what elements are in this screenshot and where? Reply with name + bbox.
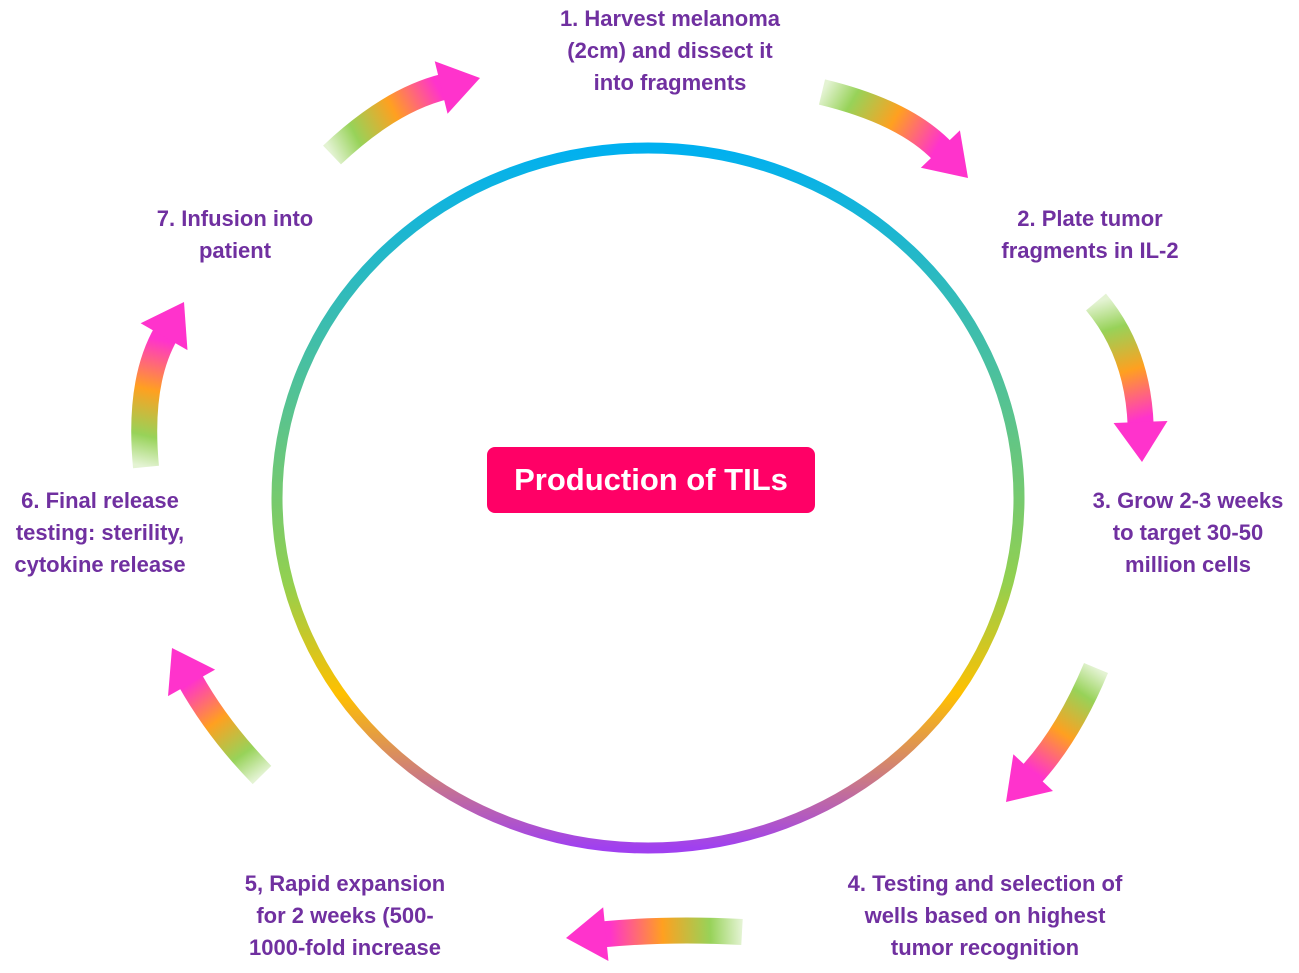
- step-5-label: 5, Rapid expansion for 2 weeks (500- 100…: [244, 871, 446, 960]
- step-4-label: 4. Testing and selection of wells based …: [847, 871, 1123, 960]
- arrow-head: [920, 130, 968, 178]
- cycle-arrow-6: [168, 648, 272, 785]
- arrow-head: [168, 648, 216, 697]
- cycle-arrow-7: [131, 302, 188, 469]
- cycle-arrow-2: [818, 79, 968, 178]
- arrow-head: [434, 61, 480, 114]
- cycle-ring: [271, 142, 1025, 854]
- step-7-label: 7. Infusion into patient: [156, 206, 314, 263]
- cycle-arrow-3: [1085, 293, 1168, 462]
- step-3-label: 3. Grow 2-3 weeks to target 30-50 millio…: [1092, 488, 1284, 577]
- arrow-shaft: [131, 326, 178, 469]
- arrow-shaft: [323, 73, 449, 165]
- arrow-shaft: [600, 917, 743, 948]
- arrow-shaft: [1085, 293, 1154, 427]
- step-2-label: 2. Plate tumor fragments in IL-2: [1001, 206, 1179, 263]
- cycle-arrow-1: [323, 61, 480, 165]
- center-title-box: Production of TILs: [487, 447, 815, 513]
- arrow-shaft: [178, 672, 272, 785]
- arrow-head: [566, 907, 609, 961]
- arrow-shaft: [818, 79, 953, 162]
- arrow-head: [1113, 421, 1168, 462]
- cycle-arrow-4: [1006, 662, 1108, 802]
- arrow-shaft: [1020, 662, 1108, 785]
- arrow-head: [1006, 754, 1053, 802]
- step-6-label: 6. Final release testing: sterility, cyt…: [14, 488, 186, 577]
- cycle-arrow-5: [566, 907, 743, 961]
- center-title: Production of TILs: [514, 462, 788, 497]
- step-1-label: 1. Harvest melanoma (2cm) and dissect it…: [559, 6, 781, 95]
- arrow-head: [140, 302, 188, 351]
